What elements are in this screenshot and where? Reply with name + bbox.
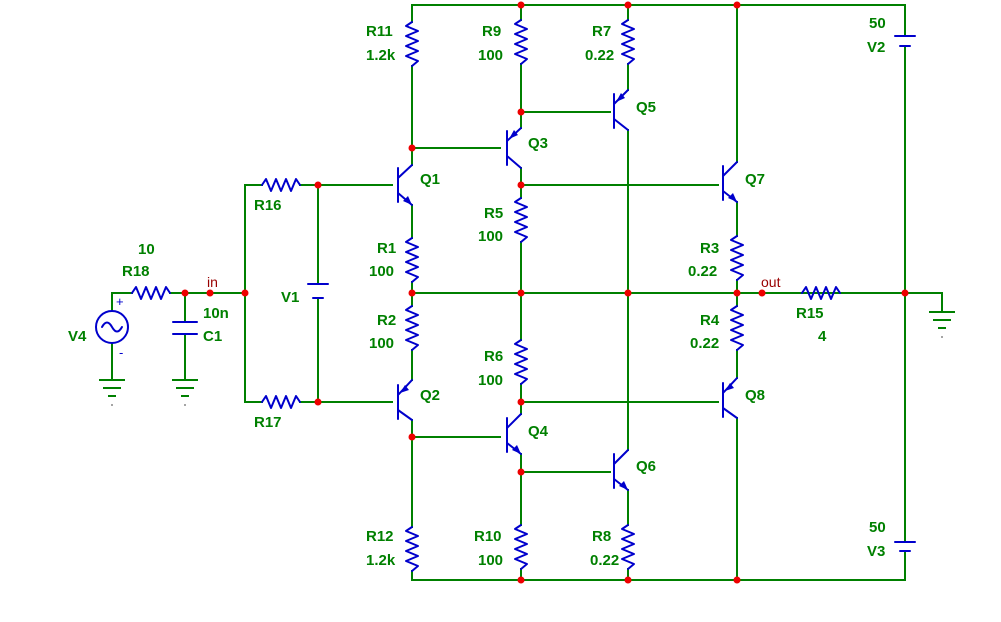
- v1-ref: V1: [281, 289, 299, 306]
- q4-ref: Q4: [528, 423, 549, 440]
- r4-value: 0.22: [690, 335, 719, 352]
- q8-ref: Q8: [745, 387, 765, 404]
- battery-v2: [894, 35, 916, 47]
- source-plus-sign: +: [116, 294, 124, 309]
- r1-ref: R1: [377, 240, 396, 257]
- component-labels: R11 1.2k R9 100 R7 0.22 R5 100 R1 100 R3…: [68, 15, 886, 569]
- transistor-q2: [397, 379, 413, 421]
- v2-value: 50: [869, 15, 886, 32]
- grounds: [99, 311, 955, 406]
- resistor-r11: [405, 21, 419, 67]
- resistor-r6: [514, 339, 528, 385]
- r6-ref: R6: [484, 348, 503, 365]
- net-label-in: in: [207, 274, 218, 290]
- transistors: [397, 89, 738, 491]
- transistor-q1: [397, 164, 413, 206]
- r15-value: 4: [818, 328, 827, 345]
- battery-v1: [307, 283, 329, 299]
- q1-ref: Q1: [420, 171, 440, 188]
- resistor-r15: [801, 286, 841, 300]
- resistor-r7: [621, 19, 635, 65]
- r2-ref: R2: [377, 312, 396, 329]
- r16-ref: R16: [254, 197, 282, 214]
- q5-ref: Q5: [636, 99, 656, 116]
- resistor-r1: [405, 237, 419, 283]
- transistor-q5: [613, 89, 629, 131]
- v3-ref: V3: [867, 543, 885, 560]
- resistor-r16: [261, 178, 301, 192]
- transistor-q4: [506, 413, 522, 455]
- r5-ref: R5: [484, 205, 503, 222]
- q6-ref: Q6: [636, 458, 656, 475]
- capacitor-c1: [172, 321, 198, 335]
- resistors: [131, 19, 841, 572]
- resistor-r3: [730, 235, 744, 281]
- resistor-r2: [405, 305, 419, 351]
- r2-value: 100: [369, 335, 394, 352]
- v4-ref: V4: [68, 328, 87, 345]
- r4-ref: R4: [700, 312, 720, 329]
- transistor-q3: [506, 127, 522, 169]
- ground-symbol: [99, 379, 125, 406]
- ac-source-v4: [95, 310, 129, 344]
- r9-ref: R9: [482, 23, 501, 40]
- q2-ref: Q2: [420, 387, 440, 404]
- transistor-q7: [722, 161, 738, 203]
- resistor-r9: [514, 19, 528, 65]
- r8-value: 0.22: [590, 552, 619, 569]
- resistor-r5: [514, 197, 528, 243]
- source-minus-sign: -: [119, 345, 123, 360]
- r7-value: 0.22: [585, 47, 614, 64]
- v2-ref: V2: [867, 39, 885, 56]
- r12-ref: R12: [366, 528, 394, 545]
- q3-ref: Q3: [528, 135, 548, 152]
- r10-value: 100: [478, 552, 503, 569]
- ground-symbol: [929, 311, 955, 338]
- net-labels: in out: [207, 274, 781, 290]
- r18-ref: R18: [122, 263, 150, 280]
- resistor-r18: [131, 286, 171, 300]
- q7-ref: Q7: [745, 171, 765, 188]
- r3-ref: R3: [700, 240, 719, 257]
- r9-value: 100: [478, 47, 503, 64]
- sources: + -: [95, 35, 916, 552]
- transistor-q8: [722, 377, 738, 419]
- r11-ref: R11: [366, 23, 393, 40]
- r10-ref: R10: [474, 528, 502, 545]
- r6-value: 100: [478, 372, 503, 389]
- transistor-q6: [613, 449, 629, 491]
- r5-value: 100: [478, 228, 503, 245]
- resistor-r8: [621, 524, 635, 570]
- r1-value: 100: [369, 263, 394, 280]
- resistor-r12: [405, 526, 419, 572]
- r12-value: 1.2k: [366, 552, 396, 569]
- r15-ref: R15: [796, 305, 824, 322]
- r8-ref: R8: [592, 528, 611, 545]
- ground-symbol: [172, 379, 198, 406]
- resistor-r10: [514, 524, 528, 570]
- r7-ref: R7: [592, 23, 611, 40]
- junction-nodes: [181, 1, 909, 584]
- c1-ref: C1: [203, 328, 222, 345]
- resistor-r17: [261, 395, 301, 409]
- v3-value: 50: [869, 519, 886, 536]
- r18-value: 10: [138, 241, 155, 258]
- net-label-out: out: [761, 274, 781, 290]
- battery-v3: [894, 541, 916, 552]
- resistor-r4: [730, 305, 744, 351]
- r11-value: 1.2k: [366, 47, 396, 64]
- r17-ref: R17: [254, 414, 282, 431]
- c1-value: 10n: [203, 305, 229, 322]
- r3-value: 0.22: [688, 263, 717, 280]
